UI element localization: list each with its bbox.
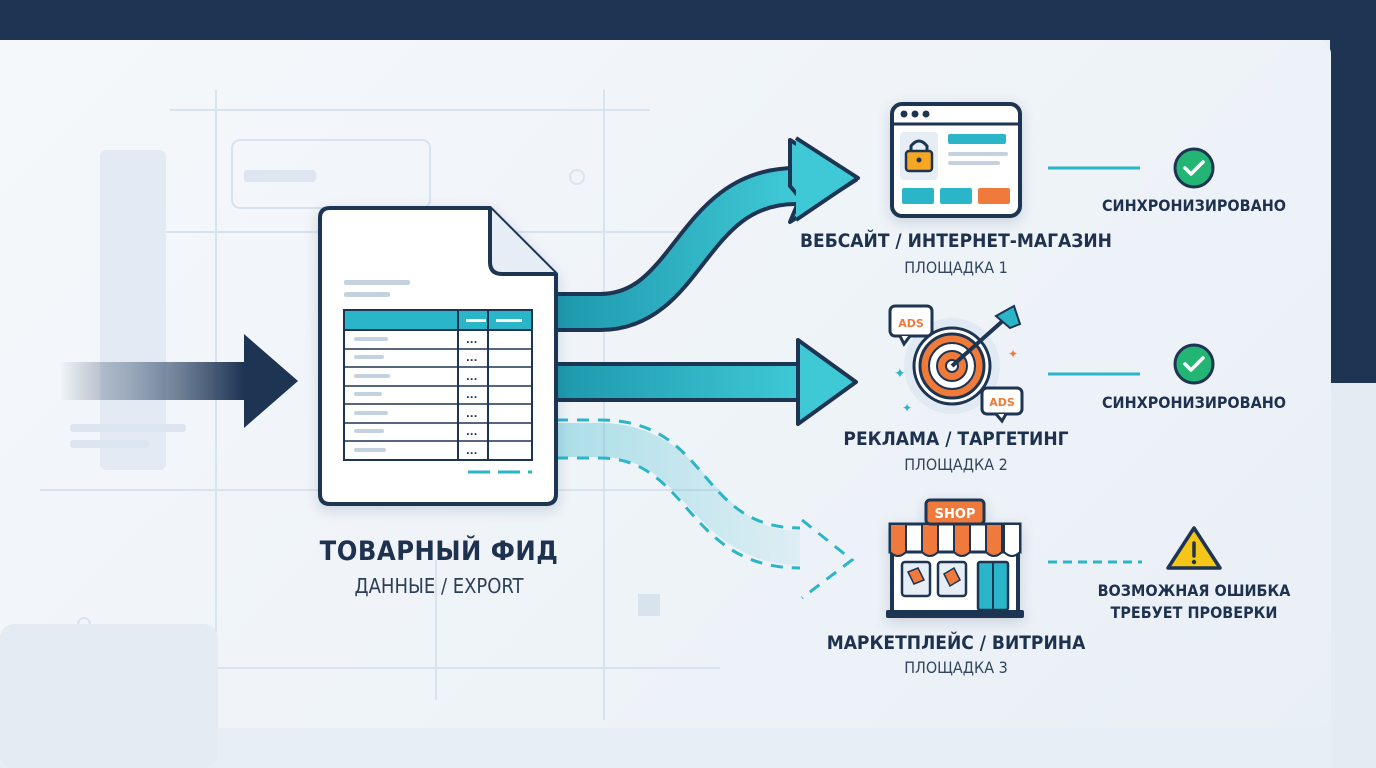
platform-1-title: ВЕБСАЙТ / ИНТЕРНЕТ-МАГАЗИН [800,230,1112,252]
cell-mark: ... [466,353,477,364]
shop-icon: SHOP [886,498,1024,618]
arrow-to-platform-2 [554,338,858,426]
cell-mark: ... [466,409,477,420]
arrow-to-platform-3 [556,418,855,600]
cell-mark: ... [466,335,477,346]
shop-sign: SHOP [935,507,976,522]
platform-3-title: МАРКЕТПЛЕЙС / ВИТРИНА [826,632,1086,654]
target-icon: ADS ADS ✦ ✦ ✦ [888,304,1024,424]
cell-mark: ... [466,446,477,457]
platform-2-status: СИНХРОНИЗИРОВАНО [1101,393,1287,412]
svg-text:✦: ✦ [894,366,906,382]
right-bottom-strip [1331,383,1376,768]
arrow-to-platform-1 [556,136,860,332]
right-accent-bar [1330,0,1376,383]
svg-text:✦: ✦ [902,401,912,415]
incoming-arrow [60,334,298,428]
platform-3-subtitle: ПЛОЩАДКА 3 [904,658,1008,677]
check-icon [1173,343,1215,385]
website-icon [890,102,1022,218]
feed-title: ТОВАРНЫЙ ФИД [319,536,559,567]
platform-1-status: СИНХРОНИЗИРОВАНО [1101,196,1287,215]
feed-subtitle: ДАННЫЕ / EXPORT [354,574,524,598]
ads-badge-1: ADS [898,317,924,330]
cell-mark: ... [466,390,477,401]
check-icon [1173,147,1215,189]
cell-mark: ... [466,427,477,438]
top-bar [0,0,1376,40]
warning-icon [1166,526,1222,570]
feed-table: ... ... ... ... ... ... ... [343,280,533,474]
platform-1-subtitle: ПЛОЩАДКА 1 [904,258,1008,277]
ads-badge-2: ADS [989,396,1015,409]
platform-2-subtitle: ПЛОЩАДКА 2 [904,455,1008,474]
platform-3-status: ВОЗМОЖНАЯ ОШИБКА [1097,581,1291,600]
platform-3-status-detail: ТРЕБУЕТ ПРОВЕРКИ [1110,603,1278,622]
cell-mark: ... [466,372,477,383]
svg-text:✦: ✦ [1008,347,1018,361]
platform-2-title: РЕКЛАМА / ТАРГЕТИНГ [843,428,1069,450]
